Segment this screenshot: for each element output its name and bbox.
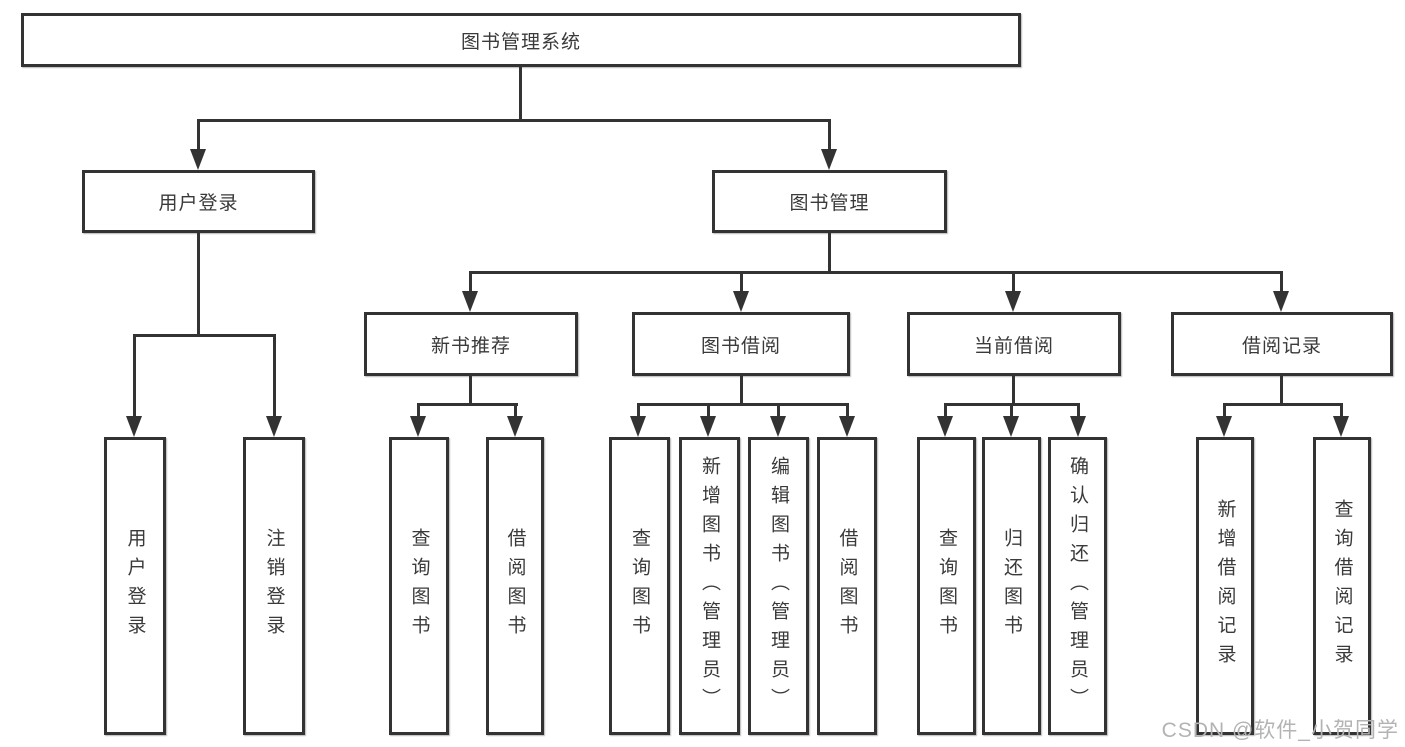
connector-line <box>777 403 780 418</box>
leaf-add-book-admin: 新增图书（管理员） <box>679 437 740 735</box>
arrow-down-icon <box>770 416 786 437</box>
leaf-borrow-books-recommend: 借阅图书 <box>486 437 544 735</box>
connector-line <box>417 403 420 418</box>
connector-line <box>1223 403 1226 418</box>
connector-line <box>197 119 831 122</box>
connector-line <box>707 403 710 418</box>
connector-line <box>197 233 200 337</box>
arrow-down-icon <box>1216 416 1232 437</box>
connector-line <box>469 271 472 293</box>
leaf-confirm-return-admin: 确认归还（管理员） <box>1048 437 1107 735</box>
connector-line <box>846 403 849 418</box>
connector-line <box>828 119 831 151</box>
arrow-down-icon <box>410 416 426 437</box>
connector-line <box>1280 271 1283 293</box>
connector-line <box>197 119 200 151</box>
arrow-down-icon <box>733 291 749 312</box>
connector-line <box>637 403 640 418</box>
connector-line <box>1012 376 1015 406</box>
connector-line <box>519 67 522 122</box>
connector-line <box>514 403 517 418</box>
connector-line <box>1223 403 1343 406</box>
arrow-down-icon <box>126 416 142 437</box>
arrow-down-icon <box>1333 416 1349 437</box>
connector-line <box>944 403 947 418</box>
node-borrow-record: 借阅记录 <box>1171 312 1393 376</box>
connector-line <box>273 334 276 419</box>
arrow-down-icon <box>190 149 206 170</box>
leaf-edit-book-admin: 编辑图书（管理员） <box>748 437 809 735</box>
arrow-down-icon <box>1003 416 1019 437</box>
leaf-return-books: 归还图书 <box>982 437 1041 735</box>
connector-line <box>469 271 1283 274</box>
connector-line <box>1010 403 1013 418</box>
node-current-borrow: 当前借阅 <box>907 312 1121 376</box>
connector-line <box>417 403 518 406</box>
connector-line <box>740 271 743 293</box>
arrow-down-icon <box>700 416 716 437</box>
connector-line <box>740 376 743 406</box>
arrow-down-icon <box>462 291 478 312</box>
arrow-down-icon <box>1070 416 1086 437</box>
leaf-query-books-current: 查询图书 <box>917 437 976 735</box>
arrow-down-icon <box>507 416 523 437</box>
connector-line <box>469 376 472 406</box>
connector-line <box>828 233 831 274</box>
connector-line <box>133 334 136 419</box>
arrow-down-icon <box>630 416 646 437</box>
connector-line <box>133 334 276 337</box>
arrow-down-icon <box>937 416 953 437</box>
leaf-query-books-borrow: 查询图书 <box>609 437 670 735</box>
arrow-down-icon <box>1005 291 1021 312</box>
leaf-query-borrow-record: 查询借阅记录 <box>1313 437 1371 735</box>
leaf-user-login: 用户登录 <box>104 437 166 735</box>
leaf-query-books-recommend: 查询图书 <box>389 437 449 735</box>
leaf-add-borrow-record: 新增借阅记录 <box>1196 437 1254 735</box>
connector-line <box>637 403 849 406</box>
connector-line <box>1340 403 1343 418</box>
arrow-down-icon <box>821 149 837 170</box>
connector-line <box>1280 376 1283 406</box>
node-book-management: 图书管理 <box>712 170 947 233</box>
node-new-book-recommend: 新书推荐 <box>364 312 578 376</box>
node-book-borrow: 图书借阅 <box>632 312 850 376</box>
csdn-watermark: CSDN @软件_小贺同学 <box>1161 719 1399 742</box>
leaf-logout: 注销登录 <box>243 437 305 735</box>
leaf-borrow-books: 借阅图书 <box>817 437 877 735</box>
arrow-down-icon <box>266 416 282 437</box>
connector-line <box>1012 271 1015 293</box>
node-root-system: 图书管理系统 <box>21 13 1021 67</box>
node-user-login: 用户登录 <box>82 170 315 233</box>
arrow-down-icon <box>839 416 855 437</box>
arrow-down-icon <box>1273 291 1289 312</box>
connector-line <box>1077 403 1080 418</box>
